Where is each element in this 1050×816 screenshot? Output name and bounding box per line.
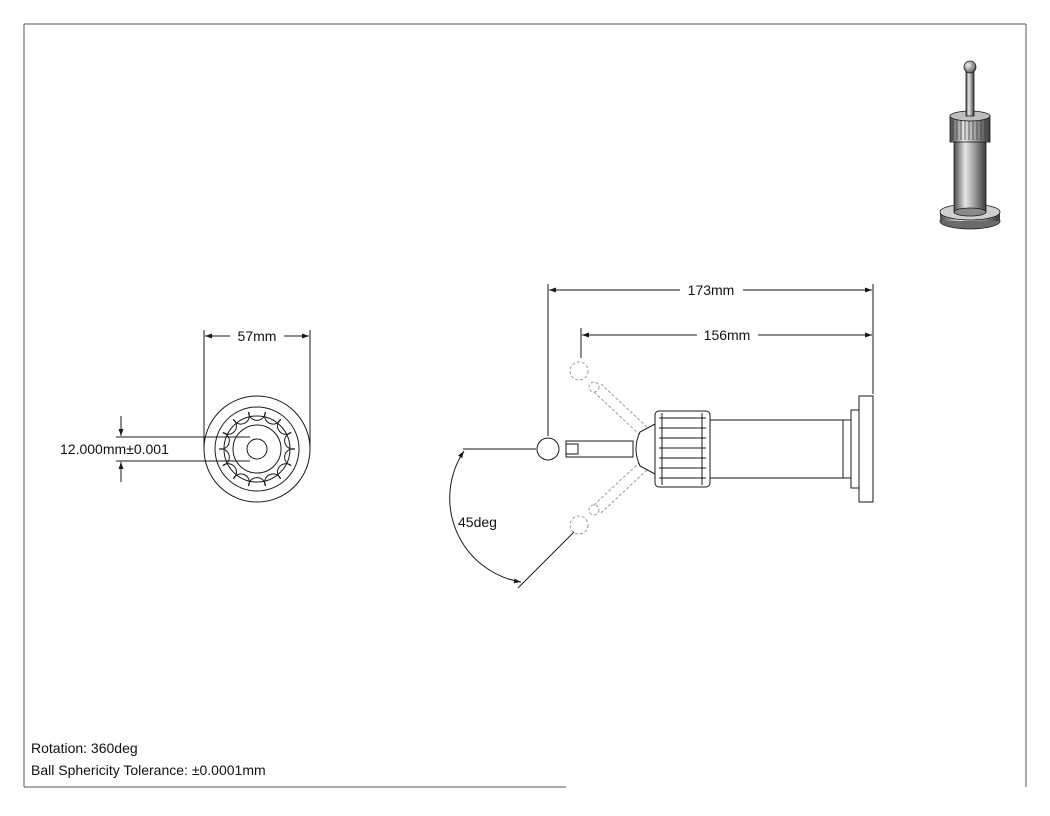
probe-side-view bbox=[536, 395, 874, 503]
dim-overall-length bbox=[547, 284, 874, 436]
sheet-border bbox=[23, 23, 1027, 788]
end-view bbox=[203, 395, 311, 503]
note-ball-tolerance: Ball Sphericity Tolerance: ±0.0001mm bbox=[31, 762, 266, 778]
isometric-probe-view bbox=[939, 60, 1001, 230]
ghost-stylus-upper bbox=[569, 361, 649, 436]
collar-knurl bbox=[659, 413, 706, 485]
dim-ball-diameter-label: 12.000mm±0.001 bbox=[60, 441, 169, 457]
ghost-stylus-lower bbox=[569, 461, 649, 535]
dim-body-length-label: 156mm bbox=[704, 327, 751, 343]
dim-end-diameter-label: 57mm bbox=[238, 328, 277, 344]
dim-swing-angle bbox=[449, 448, 575, 589]
dim-swing-angle-label: 45deg bbox=[458, 514, 497, 530]
iso-collar-knurl bbox=[952, 120, 986, 140]
note-rotation: Rotation: 360deg bbox=[31, 740, 138, 756]
dim-end-diameter bbox=[203, 330, 311, 447]
dim-body-length bbox=[580, 328, 872, 358]
knurl-scallop bbox=[284, 432, 296, 450]
dim-ball-diameter bbox=[116, 416, 250, 482]
knurled-ring bbox=[218, 411, 296, 487]
dim-overall-length-label: 173mm bbox=[688, 282, 735, 298]
